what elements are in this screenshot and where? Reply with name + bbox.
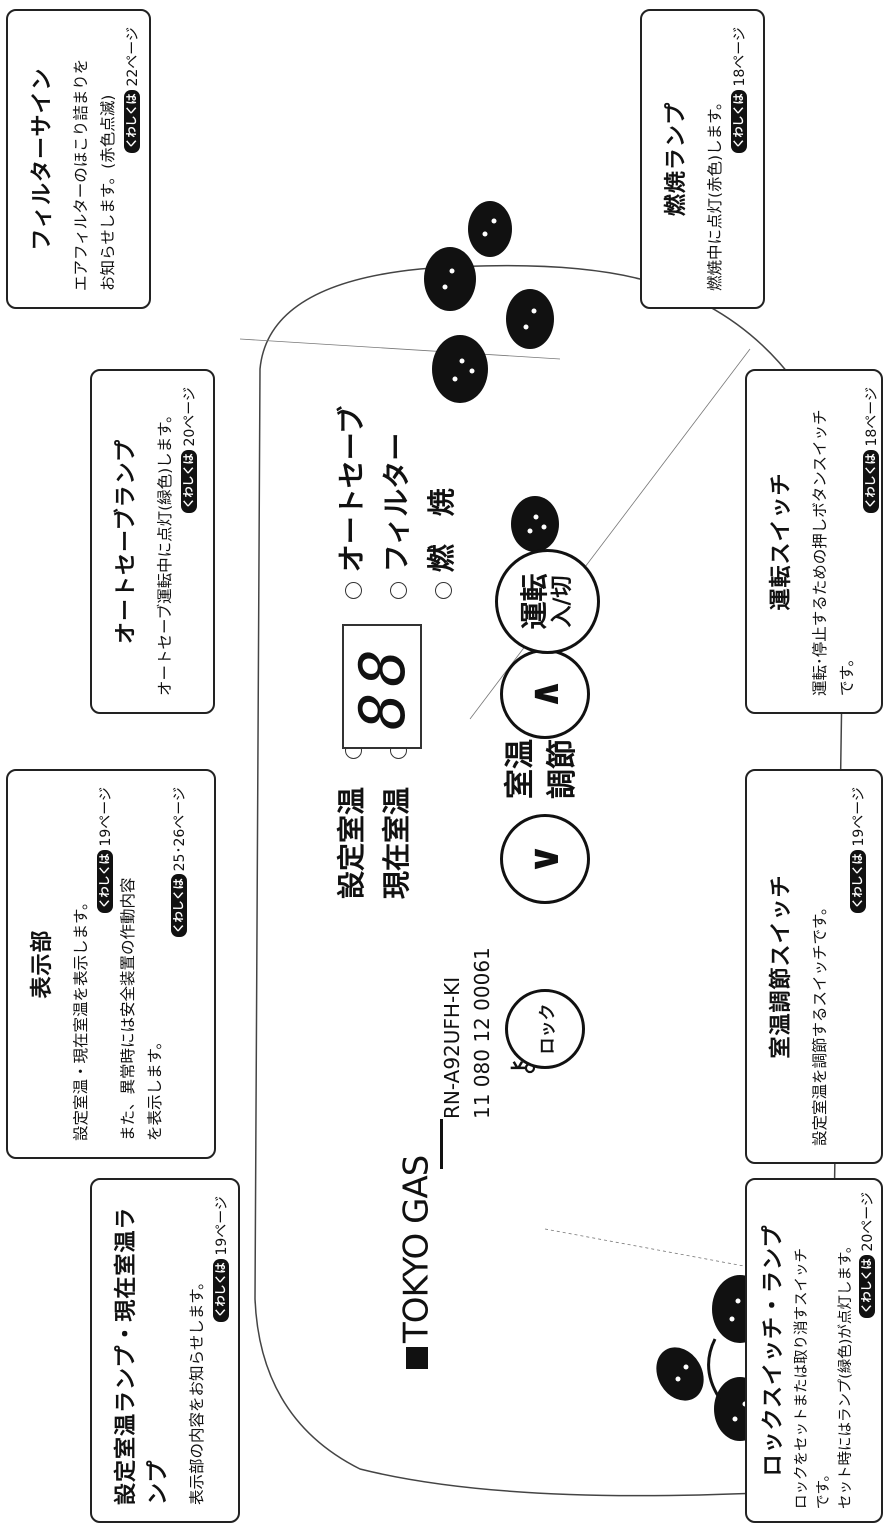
callout-combustion: 燃焼ランプ 燃焼中に点灯(赤色)します。 くわしくは18ページ <box>640 9 765 309</box>
autosave-indicator: オートセーブ <box>330 406 370 599</box>
strawberry-single-icon <box>511 496 559 552</box>
callout-power-line1: 運転･停止するための押しボタンスイッチ <box>811 409 829 696</box>
callout-lock-ref: くわしくは20ページ <box>857 1192 877 1509</box>
callout-filter: フィルターサイン エアフィルターのほこり詰まりを お知らせします。(赤色点滅) … <box>6 9 151 309</box>
callout-filter-title: フィルターサイン <box>30 67 55 251</box>
callout-autosave-ref: くわしくは20ページ <box>179 387 199 696</box>
temp-up-button[interactable]: ∧ <box>500 649 590 739</box>
callout-combustion-text: 燃焼中に点灯(赤色)します。 <box>706 94 724 291</box>
chevron-up-icon: ∧ <box>522 677 568 711</box>
strawberry-cluster-right-icon <box>424 201 554 403</box>
callout-display-ref2: くわしくは25･26ページ <box>169 787 189 1141</box>
callout-lock-title: ロックスイッチ・ランプ <box>761 1224 786 1477</box>
callout-power-ref: くわしくは18ページ <box>861 387 881 696</box>
chevron-down-icon: ∨ <box>522 842 568 876</box>
callout-power-line2: です。 <box>838 651 856 696</box>
callout-temp-switch-ref: くわしくは19ページ <box>848 787 868 1146</box>
brand-logo: TOKYO GAS <box>395 1156 437 1369</box>
callout-temp-lamp-text: 表示部の内容をお知らせします。 <box>188 1274 206 1505</box>
brand-divider <box>440 1119 443 1169</box>
callout-display: 表示部 設定室温・現在室温を表示します。 くわしくは19ページ また、異常時には… <box>6 769 216 1159</box>
callout-filter-ref: くわしくは22ページ <box>122 27 142 291</box>
filter-lamp <box>389 582 407 599</box>
callout-autosave: オートセーブランプ オートセーブ運転中に点灯(緑色)します。 くわしくは20ペー… <box>90 369 215 714</box>
callout-temp-switch: 室温調節スイッチ 設定室温を調節するスイッチです。 くわしくは19ページ <box>745 769 883 1164</box>
callout-lock-line2: です。 <box>816 1466 832 1509</box>
callout-temp-lamp: 設定室温ランプ・現在室温ランプ 表示部の内容をお知らせします。 くわしくは19ペ… <box>90 1178 240 1523</box>
callout-display-line1: 設定室温・現在室温を表示します。 <box>72 894 90 1141</box>
callout-combustion-ref: くわしくは18ページ <box>729 27 749 291</box>
current-temp-label: 現在室温 <box>380 786 413 899</box>
callout-display-ref1: くわしくは19ページ <box>95 787 115 1141</box>
autosave-lamp <box>344 582 362 599</box>
combustion-indicator: 燃 焼 <box>420 488 460 599</box>
callout-autosave-text: オートセーブ運転中に点灯(緑色)します。 <box>156 407 174 696</box>
callout-combustion-title: 燃焼ランプ <box>664 101 689 217</box>
temperature-display: 88 <box>342 624 422 749</box>
set-temp-label: 設定室温 <box>335 786 368 899</box>
callout-temp-switch-text: 設定室温を調節するスイッチです。 <box>811 899 829 1146</box>
temp-down-button[interactable]: ∨ <box>500 814 590 904</box>
combustion-lamp <box>434 582 452 599</box>
temp-adjust-label: 室温 調節 <box>503 739 580 799</box>
callout-lock: ロックスイッチ・ランプ ロックをセットまたは取り消すスイッチ です。 セット時に… <box>745 1178 883 1523</box>
serial-number: 11 080 12 00061 <box>470 947 494 1119</box>
callout-temp-switch-title: 室温調節スイッチ <box>769 874 794 1059</box>
filter-indicator: フィルター <box>375 433 415 599</box>
callout-temp-lamp-title: 設定室温ランプ・現在室温ランプ <box>114 1206 171 1505</box>
callout-autosave-title: オートセーブランプ <box>114 438 139 645</box>
callout-filter-line1: エアフィルターのほこり詰まりを <box>72 58 90 291</box>
model-number: RN-A92UFH-KI <box>440 976 464 1119</box>
callout-power-title: 運転スイッチ <box>769 472 794 611</box>
callout-temp-lamp-ref: くわしくは19ページ <box>211 1196 231 1505</box>
power-button[interactable]: 運転 入/切 <box>495 549 600 654</box>
callout-filter-line2: お知らせします。(赤色点滅) <box>99 94 117 291</box>
callout-display-line2: また、異常時には安全装置の作動内容 <box>119 877 137 1141</box>
tokyo-gas-mark-icon <box>405 1347 428 1369</box>
callout-display-line3: を表示します。 <box>146 1034 164 1141</box>
callout-display-title: 表示部 <box>30 929 55 999</box>
callout-lock-line3: セット時にはランプ(緑色)が点灯します。 <box>838 1238 854 1509</box>
callout-power: 運転スイッチ 運転･停止するための押しボタンスイッチ です。 くわしくは18ペー… <box>745 369 883 714</box>
lock-button[interactable]: ロック <box>505 989 585 1069</box>
callout-lock-line1: ロックをセットまたは取り消すスイッチ <box>794 1248 810 1509</box>
